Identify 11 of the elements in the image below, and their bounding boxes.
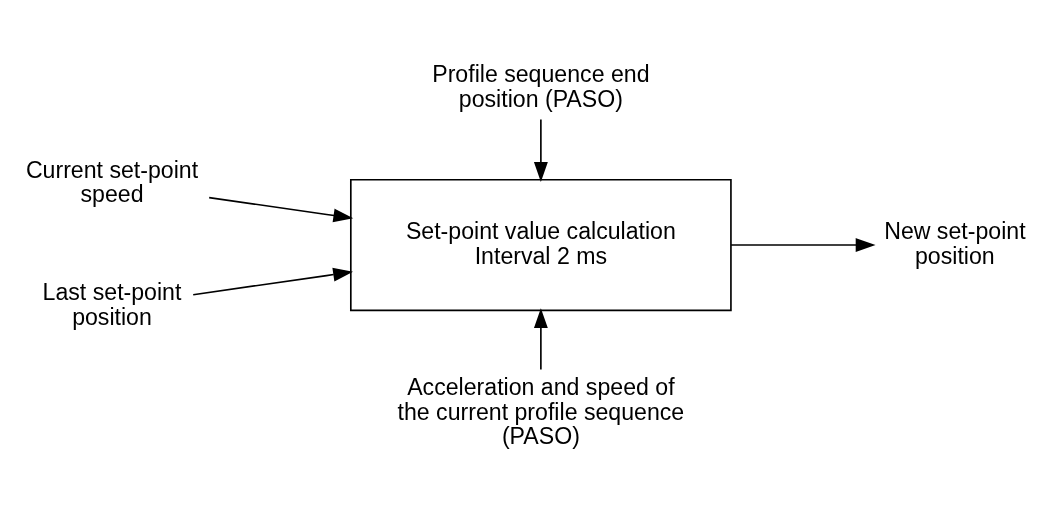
node-text: Last set-point position [42, 278, 182, 330]
node-text: Profile sequence end position (PASO) [432, 60, 650, 112]
node-text: New set-point position [884, 217, 1026, 269]
arrow [730, 237, 876, 252]
arrow [208, 196, 354, 222]
arrow [533, 118, 548, 182]
arrow [192, 267, 354, 296]
node-box: Set-point value calculation Interval 2 ms [350, 178, 732, 311]
arrow [533, 307, 548, 370]
node-text: Acceleration and speed of the current profile sequence (PASO) [397, 373, 685, 449]
node-text: Current set-point speed [25, 156, 199, 207]
